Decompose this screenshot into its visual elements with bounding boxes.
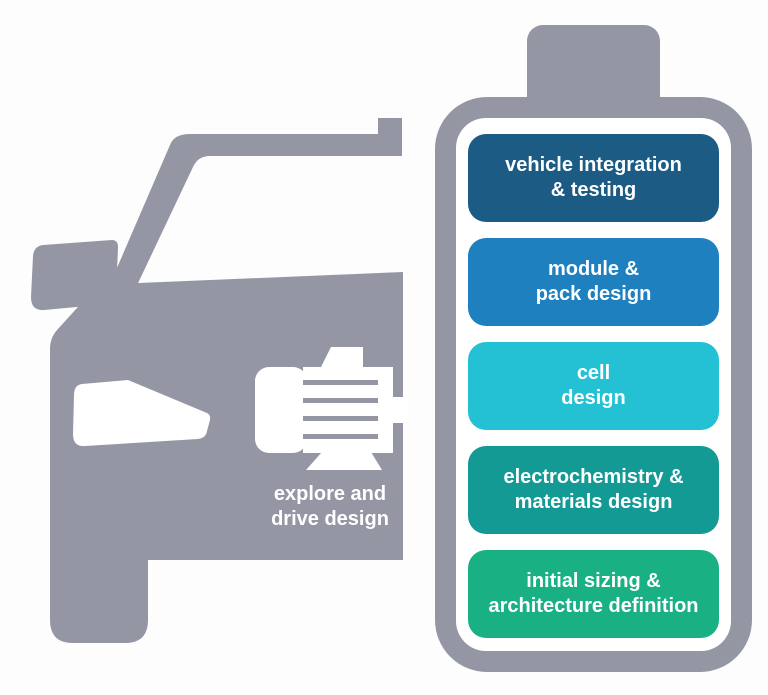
layer-label-line1: electrochemistry & <box>503 466 684 488</box>
car-label-line1: explore and <box>273 483 387 505</box>
car-roof-pillar <box>104 118 402 298</box>
car-label: explore and drive design <box>252 482 408 532</box>
layer-label-line2: materials design <box>514 491 673 513</box>
layer-label-line2: architecture definition <box>488 595 699 617</box>
layer-label-line2: pack design <box>535 283 652 305</box>
layer-label-line1: module & <box>547 258 640 280</box>
car-body <box>50 272 403 643</box>
layer-label-line1: initial sizing & <box>526 570 661 592</box>
electric-motor-icon <box>255 347 408 470</box>
battery-shell: vehicle integration & testing module & p… <box>435 97 752 672</box>
layer-label-line1: cell <box>576 362 611 384</box>
layer-label-line2: & testing <box>550 179 637 201</box>
battery-layer-electrochemistry: electrochemistry & materials design <box>468 446 719 534</box>
battery-layer-initial-sizing: initial sizing & architecture definition <box>468 550 719 638</box>
headlight-cutout-icon <box>73 380 211 447</box>
car-label-line2: drive design <box>271 508 389 530</box>
battery-inner: vehicle integration & testing module & p… <box>456 118 731 651</box>
battery-layer-cell-design: cell design <box>468 342 719 430</box>
layer-label-line2: design <box>561 387 626 409</box>
battery-layer-module-pack-design: module & pack design <box>468 238 719 326</box>
battery-layer-vehicle-integration: vehicle integration & testing <box>468 134 719 222</box>
layer-label-line1: vehicle integration <box>505 154 682 176</box>
